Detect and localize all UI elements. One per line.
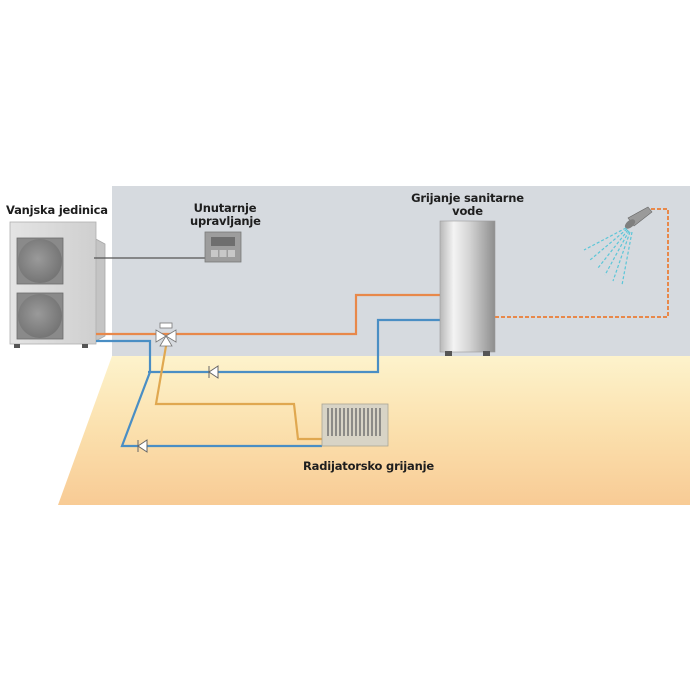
hot-water-line — [495, 208, 669, 318]
check-valve-icon — [208, 365, 219, 379]
dhw-label: Grijanje sanitarne vode — [405, 192, 530, 218]
fan-icon — [18, 294, 62, 338]
fan-icon — [18, 239, 62, 283]
hot-supply-pipe — [96, 293, 441, 336]
outdoor-unit-label: Vanjska jedinica — [6, 204, 108, 217]
wall — [112, 186, 690, 356]
outdoor-unit-label-text: Vanjska jedinica — [6, 203, 108, 217]
radiator — [321, 403, 389, 447]
indoor-control-label-line2: upravljanje — [190, 214, 261, 228]
radiator-label-text: Radijatorsko grijanje — [303, 459, 434, 473]
indoor-control-label: Unutarnje upravljanje — [190, 201, 261, 228]
main-return-pipe — [96, 339, 322, 448]
shower-icon — [583, 206, 653, 286]
outdoor-unit — [9, 221, 106, 348]
check-valve-icon — [137, 439, 148, 453]
tank-return-pipe — [148, 318, 441, 374]
radiator-label: Radijatorsko grijanje — [303, 460, 434, 473]
radiator-supply-pipe — [154, 345, 322, 441]
three-way-valve — [155, 322, 177, 347]
indoor-controller — [204, 231, 242, 263]
dhw-label-line2: vode — [452, 204, 483, 218]
indoor-control-label-line1: Unutarnje — [193, 201, 257, 215]
hot-water-tank — [439, 220, 496, 356]
dhw-label-line1: Grijanje sanitarne — [411, 191, 524, 205]
